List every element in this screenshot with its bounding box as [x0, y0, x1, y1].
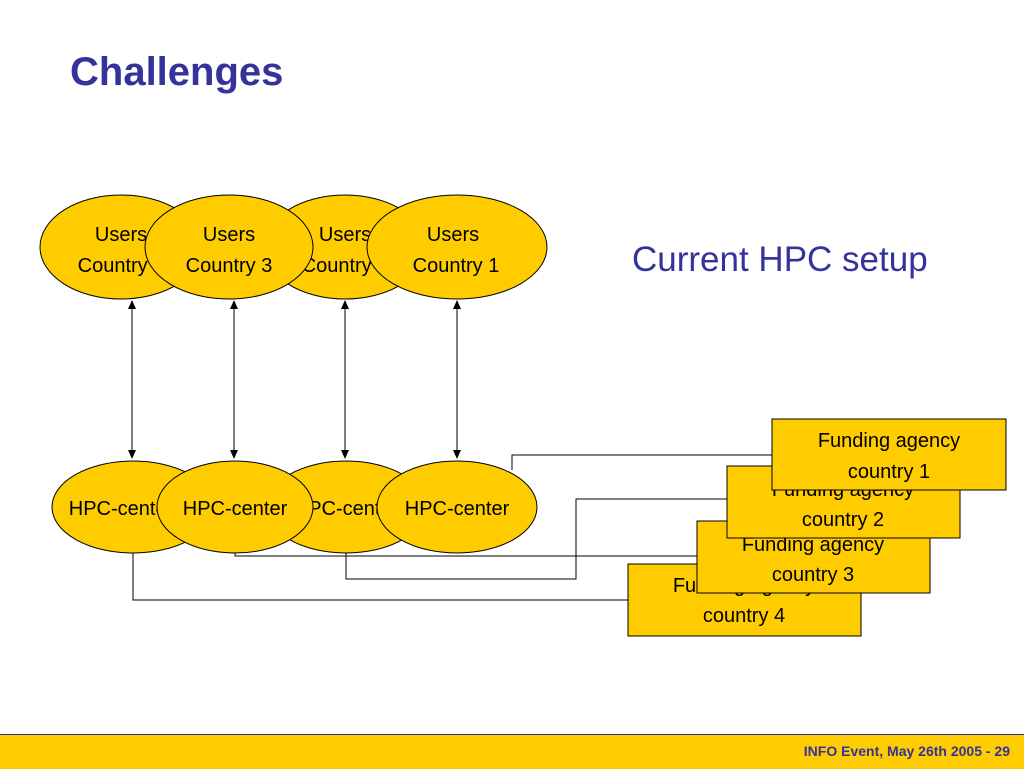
funding-agency-country: country 4	[703, 605, 785, 627]
hpc-center-label: HPC-center	[183, 498, 288, 520]
users-label: Users	[203, 224, 255, 246]
users-label: Users	[95, 224, 147, 246]
users-country-label: Country 3	[186, 255, 273, 277]
users-country-label: Country 1	[413, 255, 500, 277]
users-label: Users	[427, 224, 479, 246]
funding-agency-label: Funding agency	[818, 430, 960, 452]
funding-agency-country: country 2	[802, 509, 884, 531]
users-country-label: Country 4	[78, 255, 165, 277]
funding-connectors	[132, 454, 772, 601]
users-group: Users Country 4 Users Country 2 Users Co…	[39, 194, 548, 300]
footer-text: INFO Event, May 26th 2005 - 29	[803, 743, 1010, 759]
hpc-center-2: HPC-center	[156, 460, 314, 554]
funding-agency-country: country 3	[772, 564, 854, 586]
users-label: Users	[319, 224, 371, 246]
connector-hpc4-agency1	[511, 454, 772, 470]
slide-title: Challenges	[70, 50, 284, 94]
hpc-center-label: HPC-center	[405, 498, 510, 520]
footer-bar: INFO Event, May 26th 2005 - 29	[0, 734, 1024, 769]
funding-agency-label: Funding agency	[742, 534, 884, 556]
hpc-center-4: HPC-center	[376, 460, 538, 554]
hpc-center-label: HPC-center	[294, 498, 399, 520]
users-country-3: Users Country 3	[144, 194, 314, 300]
hpc-centers-group: HPC-center HPC-center HPC-center HPC-cen…	[51, 460, 538, 554]
funding-agency-country-1: Funding agency country 1	[771, 418, 1007, 491]
hpc-center-label: HPC-center	[69, 498, 174, 520]
users-country-label: Country 2	[302, 255, 389, 277]
hpc-setup-diagram: Users Country 4 Users Country 2 Users Co…	[39, 194, 1007, 637]
funding-agencies-group: Funding agency country 4 Funding agency …	[627, 418, 1007, 637]
users-country-1: Users Country 1	[366, 194, 548, 300]
connector-hpc2-agency3	[234, 553, 697, 557]
connector-hpc1-agency4	[132, 553, 628, 601]
diagram-caption: Current HPC setup	[632, 240, 928, 279]
user-hpc-links	[128, 300, 461, 459]
connector-hpc3-agency2	[345, 498, 727, 580]
funding-agency-country: country 1	[848, 461, 930, 483]
